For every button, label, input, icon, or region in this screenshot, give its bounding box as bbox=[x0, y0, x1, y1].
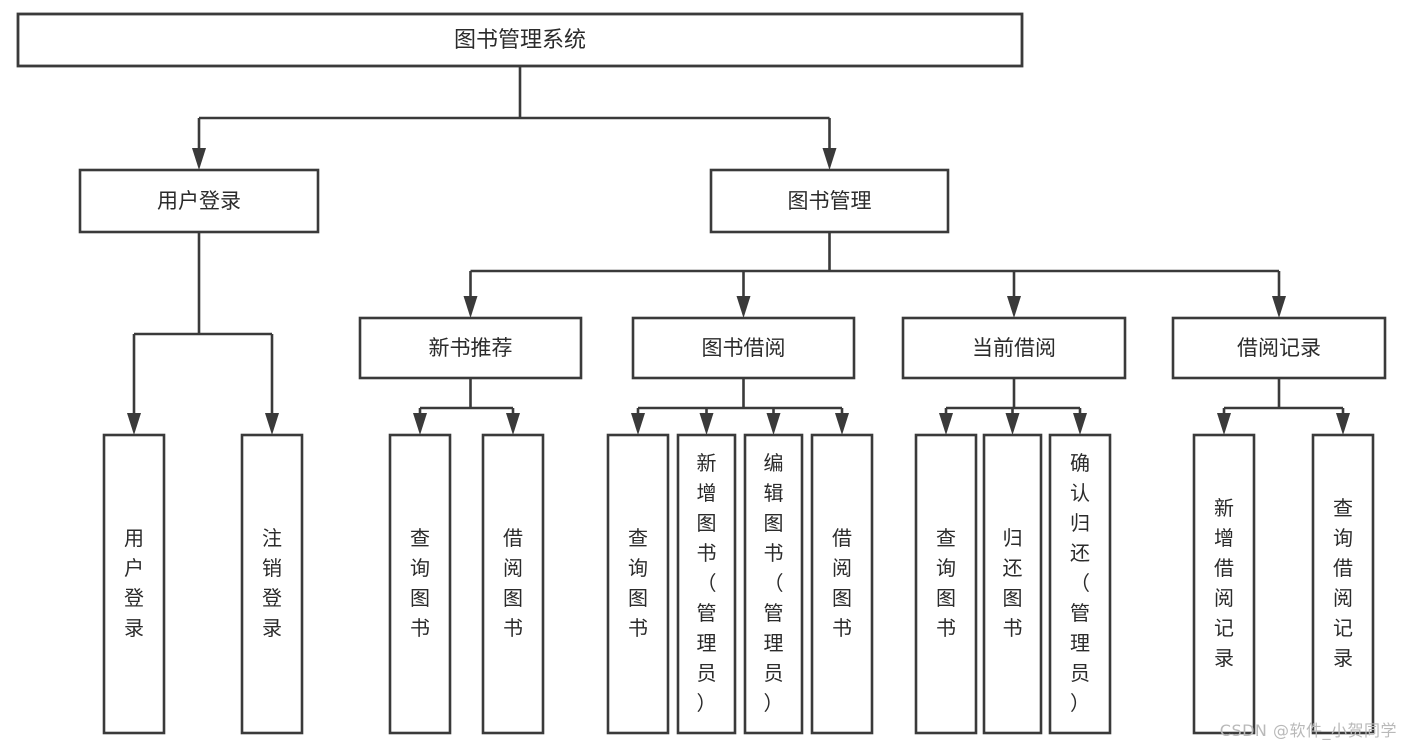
node-layer: 图书管理系统用户登录图书管理新书推荐图书借阅当前借阅借阅记录用户登录注销登录查询… bbox=[16, 12, 1387, 735]
arrow-head-icon bbox=[835, 413, 849, 435]
node-label: 查询图书 bbox=[628, 526, 648, 640]
node-label: 新增图书（管理员） bbox=[697, 451, 717, 715]
node-leaf-borrow-book-1[interactable]: 借阅图书 bbox=[481, 433, 545, 735]
node-box[interactable] bbox=[388, 433, 452, 735]
arrow-head-icon bbox=[1007, 296, 1021, 318]
arrow-head-icon bbox=[1073, 413, 1087, 435]
node-box[interactable] bbox=[914, 433, 978, 735]
node-label: 查询图书 bbox=[410, 526, 430, 640]
node-leaf-add-book[interactable]: 新增图书（管理员） bbox=[676, 433, 737, 735]
node-label: 编辑图书（管理员） bbox=[764, 451, 784, 715]
node-leaf-confirm-return[interactable]: 确认归还（管理员） bbox=[1048, 433, 1112, 735]
node-leaf-query-book-1[interactable]: 查询图书 bbox=[388, 433, 452, 735]
node-leaf-query-book-3[interactable]: 查询图书 bbox=[914, 433, 978, 735]
arrow-head-icon bbox=[939, 413, 953, 435]
connector-layer bbox=[127, 66, 1350, 435]
node-box[interactable] bbox=[358, 316, 583, 380]
node-box[interactable] bbox=[102, 433, 166, 735]
node-leaf-borrow-book-2[interactable]: 借阅图书 bbox=[810, 433, 874, 735]
node-label: 确认归还（管理员） bbox=[1070, 451, 1090, 715]
node-label: 图书管理系统 bbox=[454, 28, 586, 53]
arrow-head-icon bbox=[506, 413, 520, 435]
node-box[interactable] bbox=[743, 433, 804, 735]
node-label: 新书推荐 bbox=[429, 336, 513, 360]
node-label: 归还图书 bbox=[1003, 526, 1023, 640]
node-book-manage[interactable]: 图书管理 bbox=[709, 168, 950, 234]
node-box[interactable] bbox=[1171, 316, 1387, 380]
node-borrow-record[interactable]: 借阅记录 bbox=[1171, 316, 1387, 380]
arrow-head-icon bbox=[736, 296, 751, 318]
node-label: 图书借阅 bbox=[702, 336, 786, 360]
arrow-head-icon bbox=[413, 413, 427, 435]
node-label: 用户登录 bbox=[157, 189, 241, 213]
node-user-login[interactable]: 用户登录 bbox=[78, 168, 320, 234]
node-book-borrow[interactable]: 图书借阅 bbox=[631, 316, 856, 380]
node-label: 图书管理 bbox=[788, 189, 872, 213]
node-label: 查询图书 bbox=[936, 526, 956, 640]
node-box[interactable] bbox=[676, 433, 737, 735]
node-box[interactable] bbox=[1048, 433, 1112, 735]
node-label: 借阅图书 bbox=[832, 526, 852, 640]
node-leaf-user-login[interactable]: 用户登录 bbox=[102, 433, 166, 735]
arrow-head-icon bbox=[766, 413, 781, 435]
node-leaf-add-borrow-record[interactable]: 新增借阅记录 bbox=[1192, 433, 1256, 735]
node-box[interactable] bbox=[901, 316, 1127, 380]
node-leaf-edit-book[interactable]: 编辑图书（管理员） bbox=[743, 433, 804, 735]
node-root[interactable]: 图书管理系统 bbox=[16, 12, 1024, 68]
arrow-head-icon bbox=[1336, 413, 1350, 435]
node-leaf-query-borrow-record[interactable]: 查询借阅记录 bbox=[1311, 433, 1375, 735]
arrow-head-icon bbox=[192, 148, 206, 170]
node-box[interactable] bbox=[982, 433, 1043, 735]
node-box[interactable] bbox=[606, 433, 670, 735]
node-label: 当前借阅 bbox=[972, 336, 1056, 360]
node-box[interactable] bbox=[78, 168, 320, 234]
node-leaf-return-book[interactable]: 归还图书 bbox=[982, 433, 1043, 735]
node-label: 借阅图书 bbox=[503, 526, 523, 640]
node-box[interactable] bbox=[631, 316, 856, 380]
node-box[interactable] bbox=[1311, 433, 1375, 735]
arrow-head-icon bbox=[1005, 413, 1020, 435]
node-label: 用户登录 bbox=[124, 526, 144, 640]
arrow-head-icon bbox=[1272, 296, 1286, 318]
arrow-head-icon bbox=[463, 296, 478, 318]
node-box[interactable] bbox=[1192, 433, 1256, 735]
node-box[interactable] bbox=[810, 433, 874, 735]
node-current-borrow[interactable]: 当前借阅 bbox=[901, 316, 1127, 380]
node-box[interactable] bbox=[709, 168, 950, 234]
arrow-head-icon bbox=[265, 413, 279, 435]
arrow-head-icon bbox=[127, 413, 141, 435]
node-label: 查询借阅记录 bbox=[1333, 496, 1353, 670]
node-new-book-recommend[interactable]: 新书推荐 bbox=[358, 316, 583, 380]
node-label: 新增借阅记录 bbox=[1214, 496, 1234, 670]
node-leaf-logout[interactable]: 注销登录 bbox=[240, 433, 304, 735]
arrow-head-icon bbox=[631, 413, 645, 435]
node-box[interactable] bbox=[16, 12, 1024, 68]
node-label: 注销登录 bbox=[262, 526, 282, 640]
arrow-head-icon bbox=[822, 148, 837, 170]
node-label: 借阅记录 bbox=[1237, 336, 1321, 360]
arrow-head-icon bbox=[1217, 413, 1231, 435]
node-leaf-query-book-2[interactable]: 查询图书 bbox=[606, 433, 670, 735]
node-box[interactable] bbox=[240, 433, 304, 735]
node-box[interactable] bbox=[481, 433, 545, 735]
arrow-head-icon bbox=[699, 413, 714, 435]
